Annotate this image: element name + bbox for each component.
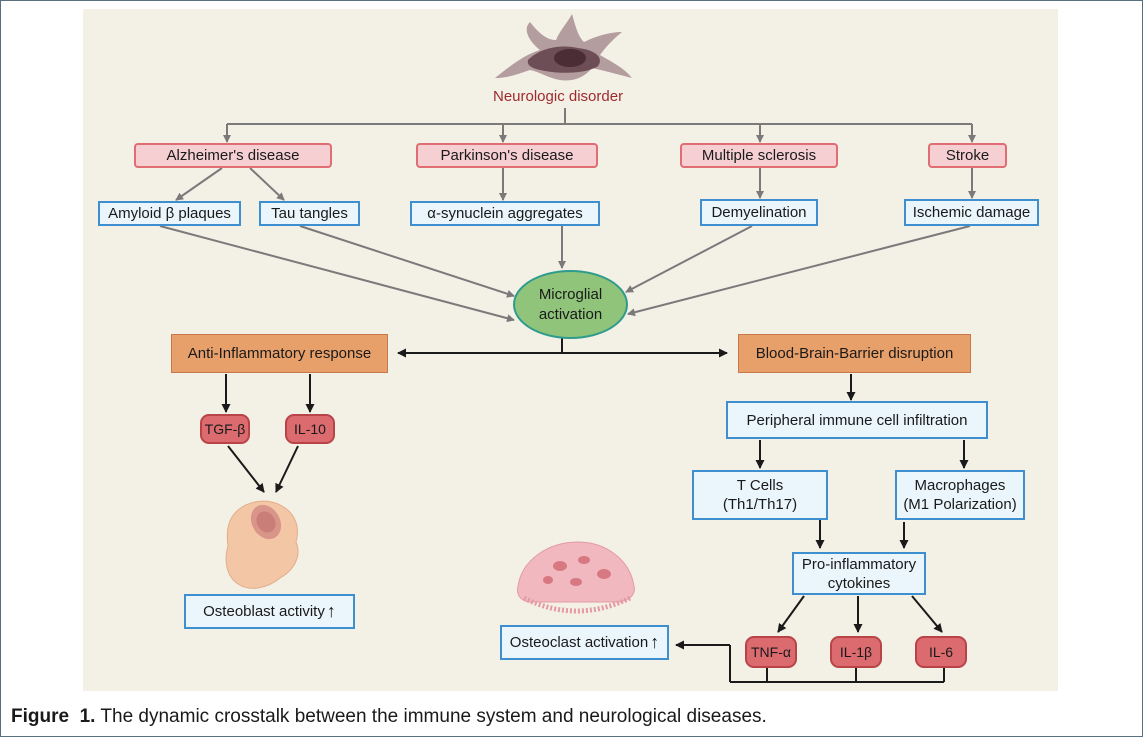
pro-inflammatory-line1: Pro-inflammatory — [801, 555, 917, 573]
t-cells-line2: (Th1/Th17) — [722, 496, 798, 513]
amyloid-plaques-box: Amyloid β plaques — [98, 201, 241, 226]
osteoblast-cell-illustration — [225, 500, 299, 589]
alpha-synuclein-box: α-synuclein aggregates — [410, 201, 600, 226]
tgf-beta-box: TGF-β — [200, 414, 250, 444]
parkinsons-disease-box: Parkinson's disease — [416, 143, 598, 168]
osteoblast-activity-label: Osteoblast activity — [203, 603, 325, 620]
t-cells-box: T Cells (Th1/Th17) — [692, 470, 828, 520]
demyelination-box: Demyelination — [700, 199, 818, 226]
pro-inflammatory-line2: cytokines — [827, 574, 891, 592]
pro-inflammatory-cytokines-box: Pro-inflammatory cytokines — [792, 552, 926, 595]
multiple-sclerosis-box: Multiple sclerosis — [680, 143, 838, 168]
microglia-line2: activation — [538, 305, 603, 323]
neurologic-disorder-label: Neurologic disorder — [493, 88, 624, 105]
alzheimers-disease-box: Alzheimer's disease — [134, 143, 332, 168]
macrophages-line1: Macrophages — [914, 477, 1006, 494]
peripheral-infiltration-box: Peripheral immune cell infiltration — [726, 401, 988, 439]
microglia-line1: Microglial — [538, 285, 603, 303]
il10-box: IL-10 — [285, 414, 335, 444]
osteoclast-activation-box: Osteoclast activation ↑ — [500, 625, 669, 660]
stroke-box: Stroke — [928, 143, 1007, 168]
osteoclast-activation-label: Osteoclast activation — [509, 634, 649, 651]
macrophages-line2: (M1 Polarization) — [903, 496, 1017, 513]
tnf-alpha-box: TNF-α — [745, 636, 797, 668]
bbb-disruption-box: Blood-Brain-Barrier disruption — [738, 334, 971, 373]
il6-box: IL-6 — [915, 636, 967, 668]
anti-inflammatory-box: Anti-Inflammatory response — [171, 334, 388, 373]
ischemic-damage-box: Ischemic damage — [904, 199, 1039, 226]
osteoblast-activity-box: Osteoblast activity ↑ — [184, 594, 355, 629]
up-arrow-icon: ↑ — [650, 632, 660, 652]
figure-caption: Figure 1. The dynamic crosstalk between … — [11, 706, 767, 728]
up-arrow-icon: ↑ — [326, 601, 336, 621]
microglial-activation-oval: Microglial activation — [513, 270, 628, 339]
t-cells-line1: T Cells — [736, 477, 784, 494]
tau-tangles-box: Tau tangles — [259, 201, 360, 226]
macrophages-box: Macrophages (M1 Polarization) — [895, 470, 1025, 520]
il1-beta-box: IL-1β — [830, 636, 882, 668]
neuron-illustration — [495, 14, 632, 81]
osteoclast-cell-illustration — [517, 541, 635, 614]
caption-label: Figure 1. — [11, 706, 96, 727]
caption-text: The dynamic crosstalk between the immune… — [100, 706, 767, 727]
